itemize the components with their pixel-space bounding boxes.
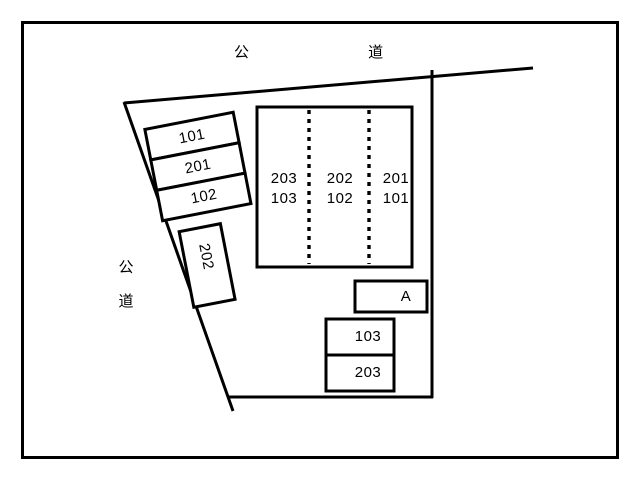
road-label-left-line2: 道 <box>118 292 134 310</box>
annex-a-outline <box>353 279 429 314</box>
property-boundary-left <box>122 101 235 412</box>
parking-single-group <box>177 221 237 310</box>
road-line-top <box>123 66 534 105</box>
parking-stack-group <box>143 110 253 223</box>
main-unit-202-upper: 202 <box>326 170 354 187</box>
annex-a-label: A <box>400 288 412 305</box>
main-unit-102-lower: 102 <box>326 190 354 207</box>
parking-space-102 <box>154 171 253 223</box>
outer-frame <box>21 21 619 459</box>
annex-unit-203-label: 203 <box>354 364 382 381</box>
main-unit-101-lower: 101 <box>382 190 410 207</box>
main-building-outline <box>255 105 414 269</box>
main-unit-203-upper: 203 <box>270 170 298 187</box>
road-label-top: 公 道 <box>234 43 404 61</box>
annex-unit-103-label: 103 <box>354 328 382 345</box>
parking-space-202 <box>177 221 237 310</box>
main-unit-103-lower: 103 <box>270 190 298 207</box>
main-unit-201-upper: 201 <box>382 170 410 187</box>
road-label-left-line1: 公 <box>118 258 134 276</box>
